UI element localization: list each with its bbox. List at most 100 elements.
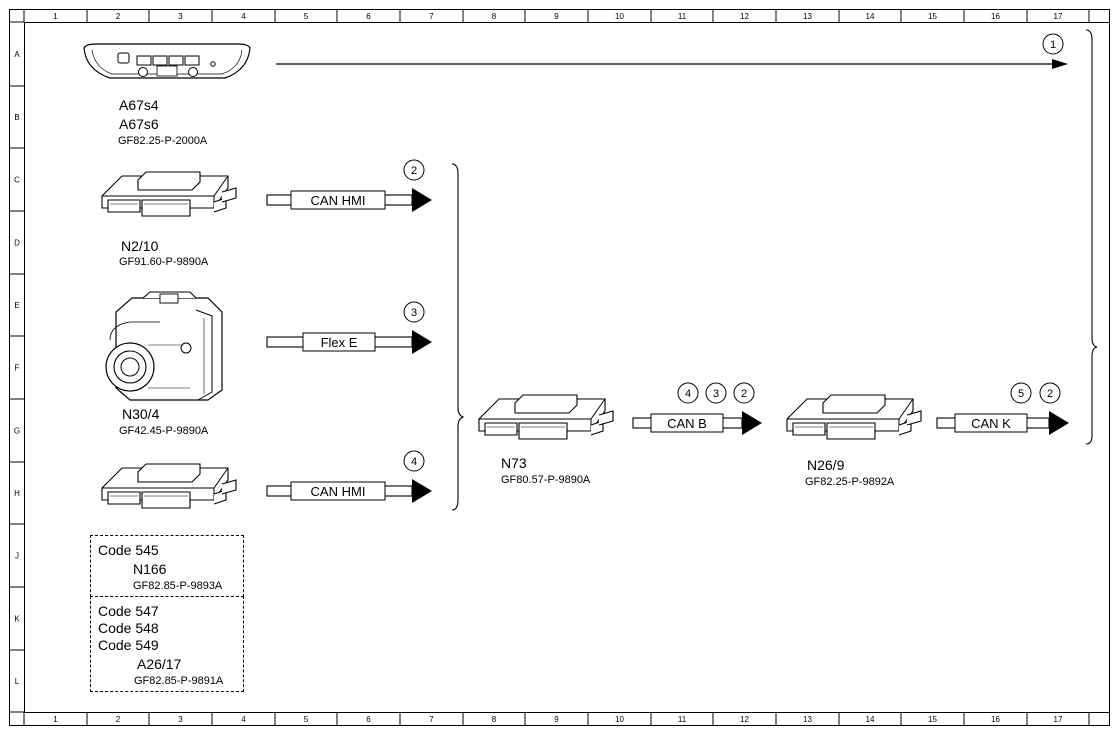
ref-n26-9: GF82.25-P-9892A [805, 476, 895, 488]
row-label: J [15, 552, 19, 561]
ref-circle: 3 [705, 382, 727, 404]
control-panel-a67 [83, 43, 251, 79]
label-n166: N166 [133, 561, 167, 577]
ref-circle: 4 [677, 382, 699, 404]
grid-ticks [10, 10, 1090, 725]
col-label: 4 [241, 715, 246, 724]
col-label: 14 [866, 715, 875, 724]
row-label: K [14, 615, 20, 624]
row-label: F [15, 364, 20, 373]
col-label: 9 [554, 715, 559, 724]
inner-border [24, 22, 1110, 713]
svg-text:5: 5 [1018, 388, 1024, 400]
bus-arrow-can-hmi-top: CAN HMI [266, 188, 432, 212]
col-label: 3 [178, 715, 183, 724]
ref-n30-4: GF42.45-P-9890A [119, 425, 209, 437]
bus-arrow-flex-e: Flex E [266, 330, 432, 354]
svg-text:3: 3 [411, 307, 417, 319]
col-label: 9 [554, 12, 559, 21]
col-label: 12 [740, 715, 749, 724]
col-label: 5 [304, 12, 309, 21]
code-545: Code 545 [98, 542, 159, 558]
col-label: 11 [678, 12, 687, 21]
row-label: D [14, 239, 20, 248]
row-label: C [14, 176, 20, 185]
label-a67s4: A67s4 [119, 97, 159, 113]
ref-circle: 2 [733, 382, 755, 404]
col-label: 17 [1054, 12, 1063, 21]
ref-n2-10: GF91.60-P-9890A [119, 256, 209, 268]
col-label: 6 [366, 12, 371, 21]
control-unit-n2-10 [101, 171, 237, 217]
grid-labels: 1122334455667788991010111112121313141415… [14, 12, 1063, 724]
label-a26-17: A26/17 [137, 656, 182, 672]
col-label: 8 [492, 715, 497, 724]
col-label: 2 [116, 715, 121, 724]
bus-label: CAN HMI [311, 193, 366, 208]
row-label: B [14, 113, 19, 122]
code-box-547-549: Code 547 Code 548 Code 549 A26/17 GF82.8… [90, 596, 244, 692]
col-label: 10 [615, 715, 624, 724]
bus-arrow-can-k: CAN K [936, 411, 1069, 435]
ref-n73: GF80.57-P-9890A [501, 474, 591, 486]
code-548: Code 548 [98, 620, 159, 636]
ref-circle: 5 [1010, 382, 1032, 404]
col-label: 7 [429, 715, 434, 724]
svg-text:4: 4 [685, 388, 691, 400]
col-label: 10 [615, 12, 624, 21]
ref-a67: GF82.25-P-2000A [118, 135, 208, 147]
label-n30-4: N30/4 [122, 406, 160, 422]
col-label: 12 [740, 12, 749, 21]
col-label: 16 [991, 715, 1000, 724]
ref-circle: 2 [403, 159, 425, 181]
ref-circle: 1 [1042, 33, 1064, 55]
col-label: 17 [1054, 715, 1063, 724]
label-n2-10: N2/10 [121, 238, 159, 254]
col-label: 3 [178, 12, 183, 21]
svg-text:2: 2 [1047, 388, 1053, 400]
svg-text:4: 4 [411, 456, 417, 468]
col-label: 2 [116, 12, 121, 21]
col-label: 13 [803, 715, 812, 724]
right-brace [1085, 29, 1098, 445]
row-label: H [14, 489, 20, 498]
row-label: A [14, 50, 20, 59]
col-label: 1 [53, 715, 58, 724]
bus-label: Flex E [321, 335, 358, 350]
control-unit-n26-9 [786, 394, 922, 440]
label-n26-9: N26/9 [807, 457, 845, 473]
bus-arrow-can-b: CAN B [632, 411, 762, 435]
svg-text:2: 2 [411, 165, 417, 177]
svg-text:2: 2 [741, 388, 747, 400]
middle-brace [451, 163, 465, 511]
control-unit-n30-4 [105, 291, 223, 401]
bus-label: CAN B [667, 416, 707, 431]
top-line-arrow [276, 59, 1068, 69]
label-a67s6: A67s6 [119, 116, 159, 132]
svg-text:1: 1 [1050, 39, 1056, 51]
col-label: 5 [304, 715, 309, 724]
bus-arrow-can-hmi-bottom: CAN HMI [266, 479, 432, 503]
ref-circle: 2 [1039, 382, 1061, 404]
control-unit-n166 [101, 463, 237, 509]
row-label: L [15, 677, 20, 686]
col-label: 15 [928, 715, 937, 724]
ref-circle: 4 [403, 450, 425, 472]
col-label: 4 [241, 12, 246, 21]
col-label: 14 [866, 12, 875, 21]
col-label: 13 [803, 12, 812, 21]
code-549: Code 549 [98, 637, 159, 653]
row-label: E [14, 301, 19, 310]
col-label: 11 [678, 715, 687, 724]
col-label: 8 [492, 12, 497, 21]
reference-circles: 1 2 3 4 4 3 2 5 2 [403, 33, 1064, 472]
bus-label: CAN K [971, 416, 1011, 431]
ref-n166: GF82.85-P-9893A [133, 580, 223, 592]
label-n73: N73 [501, 455, 527, 471]
row-label: G [14, 427, 20, 436]
ref-circle: 3 [403, 301, 425, 323]
bus-label: CAN HMI [311, 484, 366, 499]
col-label: 7 [429, 12, 434, 21]
col-label: 1 [53, 12, 58, 21]
